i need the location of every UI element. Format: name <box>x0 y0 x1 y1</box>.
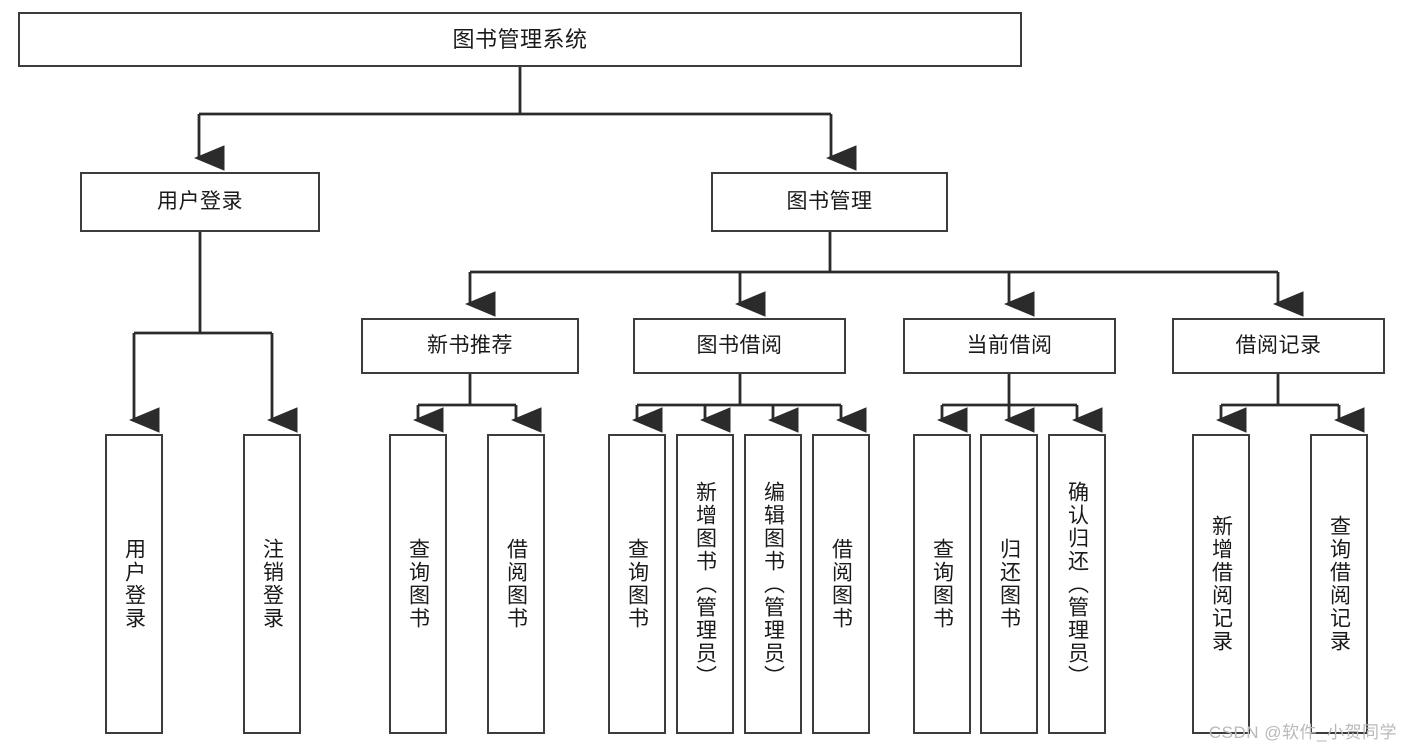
node-label: 当前借阅 <box>966 333 1053 357</box>
node-label: 编辑图书（管理员） <box>761 480 785 688</box>
node-label: 确认归还（管理员） <box>1065 480 1089 688</box>
node-label: 借阅记录 <box>1235 333 1322 357</box>
node-label: 用户登录 <box>157 189 243 213</box>
node-borrow-records[interactable]: 借阅记录 <box>1172 318 1385 374</box>
leaf-user-login[interactable]: 用户登录 <box>105 434 163 734</box>
node-label: 查询图书 <box>625 538 649 630</box>
node-book-borrow[interactable]: 图书借阅 <box>633 318 846 374</box>
node-label: 查询图书 <box>406 538 430 630</box>
node-book-management[interactable]: 图书管理 <box>711 172 948 232</box>
leaf-newbook-query-book[interactable]: 查询图书 <box>389 434 447 734</box>
node-label: 新书推荐 <box>427 333 513 357</box>
leaf-current-return-book[interactable]: 归还图书 <box>980 434 1038 734</box>
node-label: 新增借阅记录 <box>1209 515 1233 653</box>
leaf-logout[interactable]: 注销登录 <box>243 434 301 734</box>
leaf-records-add-record[interactable]: 新增借阅记录 <box>1192 434 1250 734</box>
node-user-login[interactable]: 用户登录 <box>80 172 320 232</box>
node-label: 归还图书 <box>997 538 1021 630</box>
node-label: 图书管理 <box>786 189 873 213</box>
node-label: 图书借阅 <box>696 333 783 357</box>
leaf-current-confirm-return-admin[interactable]: 确认归还（管理员） <box>1048 434 1106 734</box>
node-label: 用户登录 <box>122 538 146 630</box>
leaf-borrow-borrow-book[interactable]: 借阅图书 <box>812 434 870 734</box>
leaf-borrow-edit-book-admin[interactable]: 编辑图书（管理员） <box>744 434 802 734</box>
node-new-book-recommend[interactable]: 新书推荐 <box>361 318 579 374</box>
leaf-current-query-book[interactable]: 查询图书 <box>913 434 971 734</box>
node-label: 图书管理系统 <box>452 26 588 52</box>
leaf-borrow-add-book-admin[interactable]: 新增图书（管理员） <box>676 434 734 734</box>
leaf-newbook-borrow-book[interactable]: 借阅图书 <box>487 434 545 734</box>
node-label: 查询图书 <box>930 538 954 630</box>
node-label: 查询借阅记录 <box>1327 515 1351 653</box>
leaf-borrow-query-book[interactable]: 查询图书 <box>608 434 666 734</box>
node-label: 注销登录 <box>260 538 284 630</box>
node-current-borrow[interactable]: 当前借阅 <box>903 318 1116 374</box>
node-label: 借阅图书 <box>829 538 853 630</box>
node-label: 新增图书（管理员） <box>693 480 717 688</box>
node-book-management-system[interactable]: 图书管理系统 <box>18 12 1022 67</box>
leaf-records-query-record[interactable]: 查询借阅记录 <box>1310 434 1368 734</box>
node-label: 借阅图书 <box>504 538 528 630</box>
csdn-watermark: CSDN @软件_小贺同学 <box>1208 723 1397 742</box>
